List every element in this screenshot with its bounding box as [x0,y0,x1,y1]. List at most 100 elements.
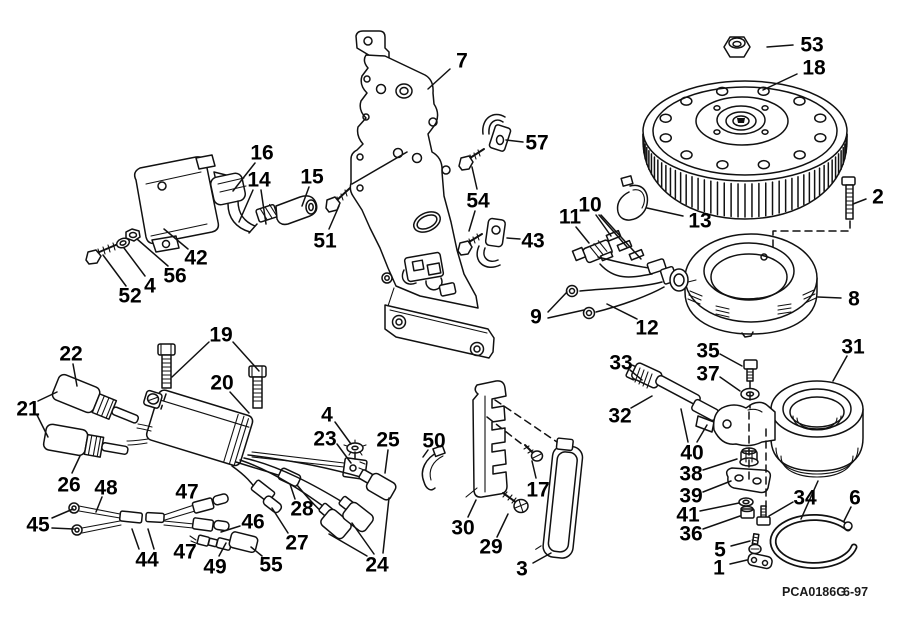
flywheel-gear-teeth [642,133,848,218]
callout-leader-line [301,186,310,207]
stator-drawing [684,233,818,338]
callout-leader-line [328,205,340,230]
part-number-label: 47 [175,481,198,504]
callout-leader-line [229,391,250,414]
part-number-label: 37 [696,363,719,386]
callout-24: 24 [328,497,390,577]
part-number-label: 51 [313,230,337,253]
callout-47: 47 [173,541,196,564]
dashed-association-line [486,416,524,446]
callout-leader-line [852,198,867,205]
flywheel-bolt-head [793,150,806,160]
callout-leader-line [547,309,585,319]
callout-leader-line [95,496,103,513]
callout-leader-line [547,291,568,313]
callout-10: 10 [578,194,642,260]
callout-leader-line [51,527,75,530]
part-number-label: 40 [680,442,703,465]
callout-40: 40 [680,408,708,465]
callout-leader-line [680,408,689,443]
callout-leader-line [271,507,289,534]
callout-leader-line [467,499,477,518]
clip-30-drawing [465,380,508,498]
callout-53: 53 [766,34,824,57]
callout-31: 31 [832,336,865,382]
part-number-label: 28 [290,498,314,521]
part-number-label: 47 [173,541,196,564]
part-number-label: 45 [26,514,50,537]
callout-27: 27 [271,507,309,555]
part-number-label: 18 [802,57,826,80]
part-number-label: 1 [713,557,725,580]
callout-30: 30 [451,499,477,540]
callout-55: 55 [250,546,283,577]
callout-leader-line [629,369,643,381]
callout-26: 26 [57,455,81,497]
flywheel-drawing [642,80,848,220]
callout-3: 3 [516,552,552,581]
callout-20: 20 [210,372,250,414]
callout-2: 2 [852,186,884,209]
callout-leader-line [163,228,189,250]
part-number-label: 25 [376,429,400,452]
trigger-assembly-drawing [565,229,697,320]
nut-36-drawing [740,505,755,519]
nut-56-drawing [125,228,141,242]
callout-leader-line [71,455,81,474]
part-number-label: 34 [793,487,817,510]
callout-leader-line [123,247,146,277]
callout-49: 49 [203,542,227,579]
power-pack-drawing [143,389,254,467]
callout-leader-line [422,449,429,458]
flywheel-bolt-head [757,86,770,97]
part-number-label: 4 [144,275,156,298]
bolt-34-drawing [756,505,771,526]
doc-code: PCA0186G [782,585,846,599]
part-number-label: 23 [313,428,336,451]
screw-54-lower-drawing [457,233,483,256]
part-number-label: 43 [521,230,544,253]
callout-38: 38 [679,458,738,486]
grommet-strip-3-drawing [535,437,584,559]
callout-leader-line [817,296,842,299]
callout-48: 48 [94,477,118,513]
screw-54-upper-drawing [458,148,485,171]
callout-leader-line [72,363,78,387]
part-number-label: 42 [184,247,207,270]
callout-43: 43 [506,230,545,253]
callout-leader-line [336,443,352,464]
callout-leader-line [531,460,537,479]
bolt-52-drawing [85,242,119,265]
part-number-label: 9 [530,306,542,329]
thin-line-layer [351,151,819,520]
part-number-label: 35 [696,340,720,363]
cable-tie-13-drawing [616,175,649,221]
callout-leader-line [630,395,653,409]
callout-leader-line [762,73,798,91]
callout-leader-line [730,540,751,547]
callout-leader-line [171,341,210,378]
spark-cap-24b-drawing [338,495,374,533]
callout-leader-line [131,528,140,550]
part-number-label: 30 [451,517,474,540]
flywheel-rivet [761,105,769,111]
spark-plug-cap-26-drawing [42,423,129,458]
callout-leader-line [496,513,509,538]
callout-35: 35 [696,340,743,367]
callout-leader-line [506,237,521,240]
callout-leader-line [532,552,552,564]
part-number-label: 27 [285,532,308,555]
callout-leader-line [702,515,741,530]
part-number-label: 12 [635,317,658,340]
part-number-label: 2 [872,186,884,209]
callout-leader-line [102,254,127,287]
callout-leader-line [702,458,738,471]
flywheel-bolt-drawing [841,176,856,220]
flywheel-rivet [713,129,721,135]
bracket-linkage-cluster [401,251,457,297]
part-number-label: 46 [241,511,264,534]
part-number-label: 13 [688,210,711,233]
flywheel-bolt-ring [659,86,827,170]
part-number-label: 48 [94,477,118,500]
